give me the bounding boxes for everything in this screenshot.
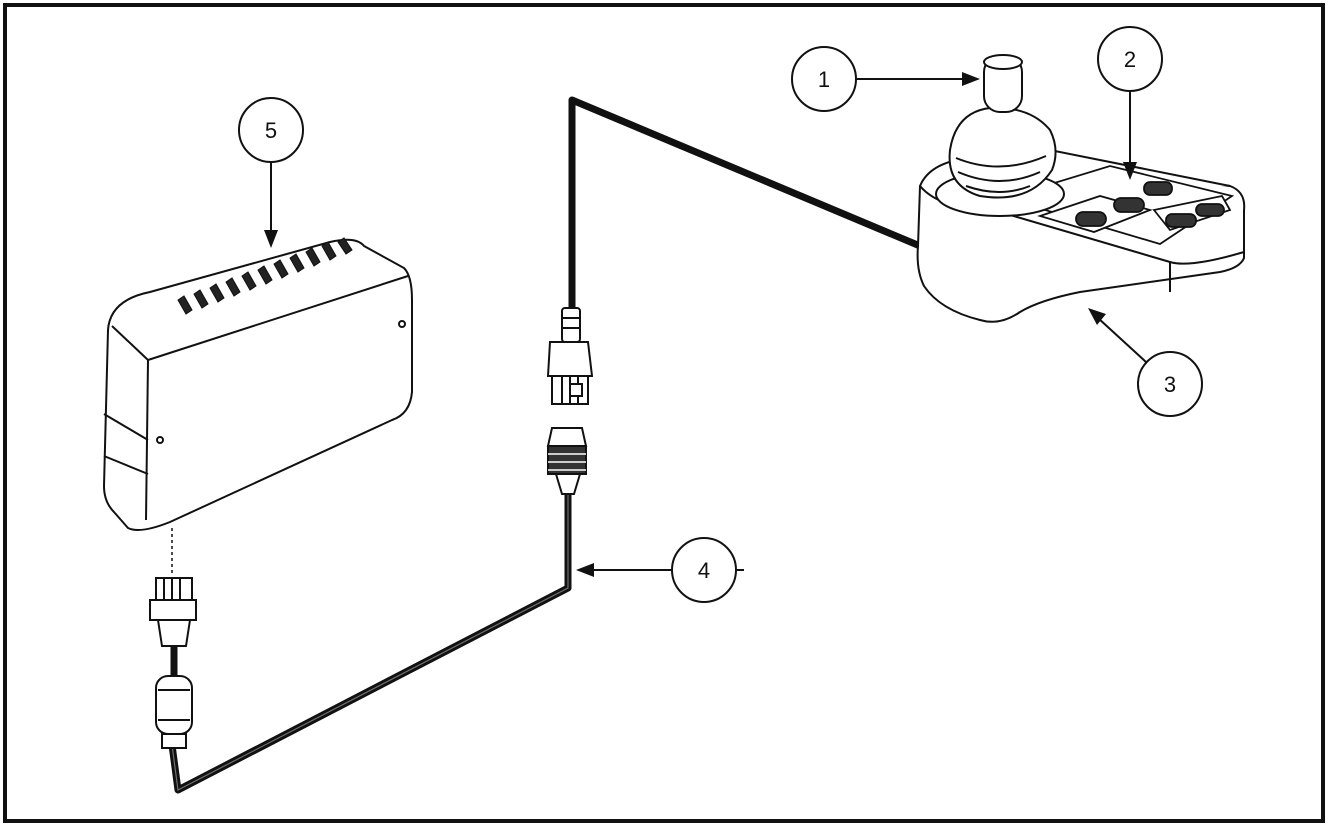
controller-module xyxy=(102,238,413,531)
callout-number: 5 xyxy=(265,118,277,143)
diagram-frame xyxy=(3,3,1325,823)
callout-1: 1 xyxy=(791,46,980,112)
callout-4: 4 xyxy=(576,537,744,603)
lower-connector xyxy=(546,427,588,495)
joystick xyxy=(935,54,1065,217)
upper-connector xyxy=(546,307,594,405)
module-plug xyxy=(149,577,197,749)
callout-2: 2 xyxy=(1097,26,1163,180)
communication-cable xyxy=(168,96,922,794)
callout-number: 2 xyxy=(1124,47,1136,72)
callout-leader xyxy=(1097,317,1147,363)
keypad-button xyxy=(1113,197,1145,213)
callout-3: 3 xyxy=(1088,308,1203,417)
arrow-icon xyxy=(264,230,278,248)
module-vent-slots xyxy=(177,237,353,315)
arrow-icon xyxy=(1088,308,1106,325)
keypad-button xyxy=(1143,181,1173,196)
keypad-button xyxy=(1075,211,1107,227)
callout-number: 4 xyxy=(698,558,710,583)
keypad-button xyxy=(1165,213,1197,228)
callout-circle xyxy=(1137,351,1203,417)
callout-number: 3 xyxy=(1164,372,1176,397)
callout-number: 1 xyxy=(818,67,830,92)
keypad-button xyxy=(1195,203,1225,217)
arrow-icon xyxy=(576,563,594,577)
arrow-icon xyxy=(1123,162,1137,180)
arrow-icon xyxy=(962,72,980,86)
keypad xyxy=(1001,165,1235,245)
callout-5: 5 xyxy=(238,97,304,248)
